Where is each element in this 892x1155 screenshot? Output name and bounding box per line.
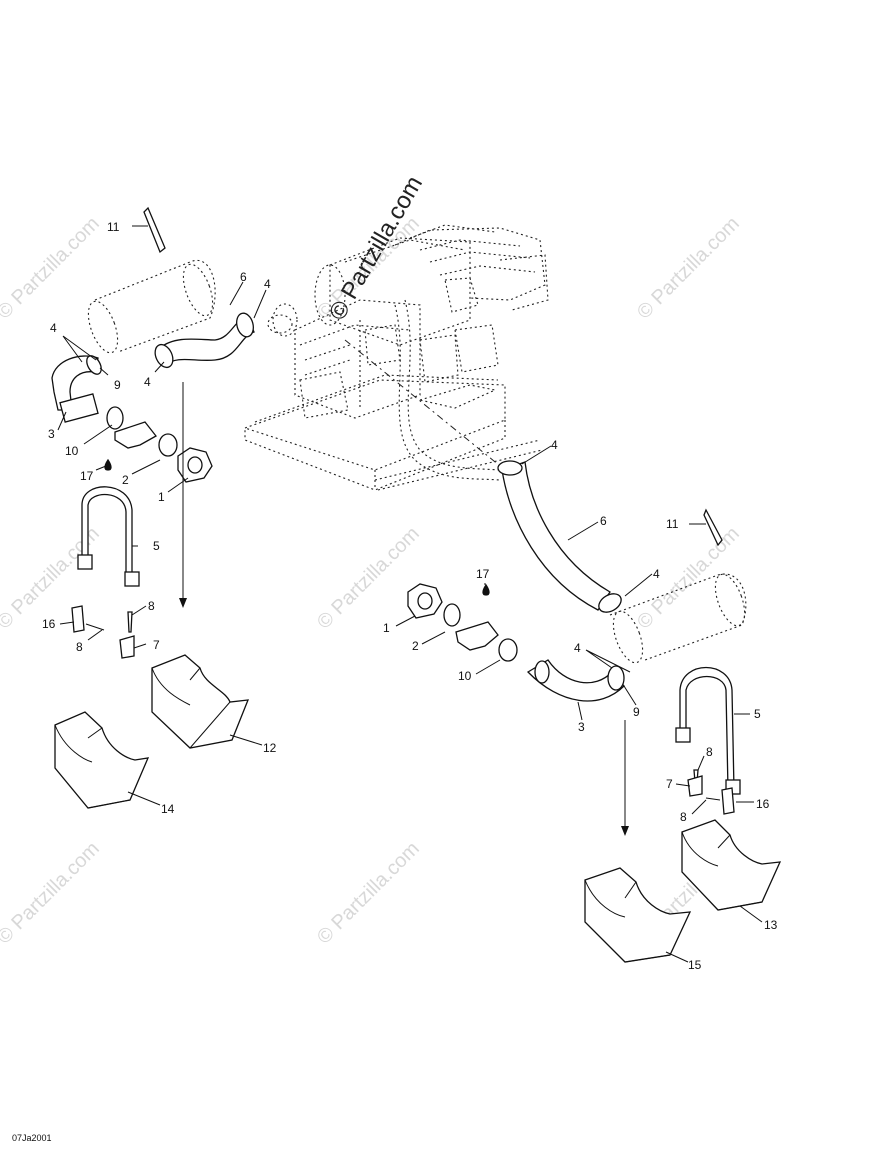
tie-11-right bbox=[703, 508, 723, 547]
callout-11-left: 11 bbox=[107, 220, 120, 234]
callout-8-left-b: 8 bbox=[76, 640, 83, 654]
plate-16-right bbox=[721, 787, 735, 815]
left-assembly bbox=[51, 259, 293, 809]
watermark-main: © Partzilla.com bbox=[324, 171, 428, 325]
ring-2-left bbox=[158, 433, 178, 457]
clamp-4-left-a bbox=[236, 312, 254, 338]
hose-6-right bbox=[501, 461, 611, 611]
block-14-left bbox=[54, 711, 150, 809]
block-12-left bbox=[151, 654, 250, 749]
bolt-8-left bbox=[127, 611, 133, 633]
leader-lines bbox=[57, 225, 763, 963]
callout-12-left: 12 bbox=[263, 741, 277, 755]
clamp-4-left-c bbox=[86, 355, 102, 375]
callout-labels: 11 6 4 4 9 4 3 10 17 2 1 5 8 16 8 7 12 1… bbox=[42, 220, 778, 972]
clamp-4-right-c bbox=[607, 665, 625, 691]
clamp-4-right-b bbox=[598, 593, 622, 613]
clamp-4-right-a bbox=[497, 460, 523, 476]
watermark-tile: © Partzilla.com bbox=[633, 523, 744, 634]
callout-9-right: 9 bbox=[633, 705, 640, 719]
callout-8-right-b: 8 bbox=[680, 810, 687, 824]
clamp-4-right-d bbox=[534, 660, 550, 684]
connector-3-left bbox=[59, 393, 99, 423]
watermark-tile: © Partzilla.com bbox=[313, 838, 424, 949]
callout-16-left: 16 bbox=[42, 617, 56, 631]
diagram-code: 07Ja2001 bbox=[12, 1133, 52, 1143]
callout-4-right-a: 4 bbox=[551, 438, 558, 452]
oil-drop-17-right bbox=[482, 583, 490, 596]
ring-10-left bbox=[106, 406, 124, 430]
watermark-tile: © Partzilla.com bbox=[0, 213, 104, 324]
callout-13-right: 13 bbox=[764, 918, 778, 932]
callout-5-right: 5 bbox=[754, 707, 761, 721]
callout-2-left: 2 bbox=[122, 473, 129, 487]
block-15-right bbox=[584, 867, 692, 963]
callout-4-left-c: 4 bbox=[144, 375, 151, 389]
bracket-17-right bbox=[455, 621, 499, 651]
callout-1-left: 1 bbox=[158, 490, 165, 504]
callout-10-right: 10 bbox=[458, 669, 472, 683]
callout-8-right-a: 8 bbox=[706, 745, 713, 759]
hose-6-left bbox=[159, 317, 255, 367]
clamp-4-left-b bbox=[154, 343, 174, 369]
engine-phantom bbox=[243, 224, 549, 491]
callout-9-left: 9 bbox=[114, 378, 121, 392]
callout-17-left: 17 bbox=[80, 469, 94, 483]
watermark-tile: © Partzilla.com bbox=[0, 838, 104, 949]
callout-4-left-b: 4 bbox=[50, 321, 57, 335]
callout-7-left: 7 bbox=[153, 638, 160, 652]
callout-6-right: 6 bbox=[600, 514, 607, 528]
watermark-tile: © Partzilla.com bbox=[313, 523, 424, 634]
watermark-tiles: © Partzilla.com © Partzilla.com © Partzi… bbox=[0, 213, 744, 949]
callout-2-right: 2 bbox=[412, 639, 419, 653]
callout-7-right: 7 bbox=[666, 777, 673, 791]
bracket-7-right bbox=[687, 775, 703, 797]
tie-11-left bbox=[143, 206, 166, 254]
oil-drop-17-left bbox=[104, 458, 112, 471]
ring-10-right bbox=[498, 638, 518, 662]
plate-16-left bbox=[71, 605, 85, 633]
callout-16-right: 16 bbox=[756, 797, 770, 811]
callout-11-right: 11 bbox=[666, 517, 679, 531]
callout-6-left: 6 bbox=[240, 270, 247, 284]
callout-10-left: 10 bbox=[65, 444, 79, 458]
callout-4-left-a: 4 bbox=[264, 277, 271, 291]
callout-8-left-a: 8 bbox=[148, 599, 155, 613]
callout-15-right: 15 bbox=[688, 958, 702, 972]
callout-17-right: 17 bbox=[476, 567, 490, 581]
bracket-7-left bbox=[119, 635, 135, 659]
bracket-17-left bbox=[114, 421, 157, 449]
callout-3-right: 3 bbox=[578, 720, 585, 734]
right-assembly bbox=[407, 460, 782, 963]
callout-3-left: 3 bbox=[48, 427, 55, 441]
callout-4-right-b: 4 bbox=[653, 567, 660, 581]
ring-2-right bbox=[443, 603, 461, 627]
callout-5-left: 5 bbox=[153, 539, 160, 553]
callout-1-right: 1 bbox=[383, 621, 390, 635]
watermark-tile: © Partzilla.com bbox=[633, 213, 744, 324]
callout-14-left: 14 bbox=[161, 802, 175, 816]
callout-4-right-c: 4 bbox=[574, 641, 581, 655]
